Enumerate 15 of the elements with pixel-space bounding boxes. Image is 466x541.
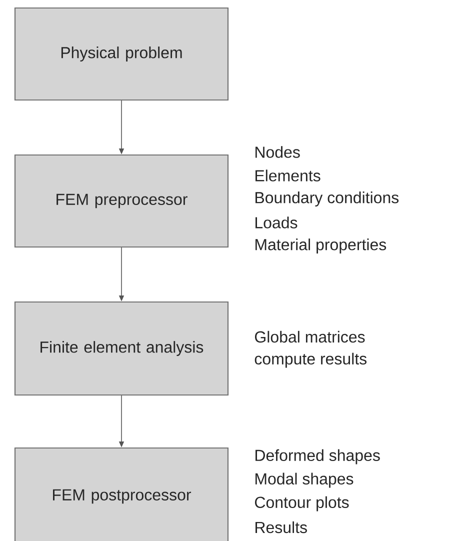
annotation-text: Nodes — [256, 146, 300, 158]
annotation-text: Loads — [256, 216, 298, 228]
annotation-text: Deformed shapes — [256, 449, 380, 464]
annotation-text: Elements — [256, 170, 320, 182]
annotation-text: Boundary conditions — [256, 192, 399, 206]
process-box: FEM preprocessor — [14, 154, 229, 248]
annotation-text: Contour plots — [255, 496, 349, 512]
process-box: FEM postprocessor — [14, 447, 229, 541]
annotation-text: Material properties — [256, 238, 386, 254]
process-box: Finite element analysis — [14, 301, 229, 396]
annotation-text: Modal shapes — [256, 472, 354, 488]
process-box: Physical problem — [14, 7, 229, 101]
annotation-text: Results — [256, 521, 307, 534]
annotation-text: Global matrices — [255, 330, 365, 343]
annotation-text: compute results — [254, 352, 367, 368]
